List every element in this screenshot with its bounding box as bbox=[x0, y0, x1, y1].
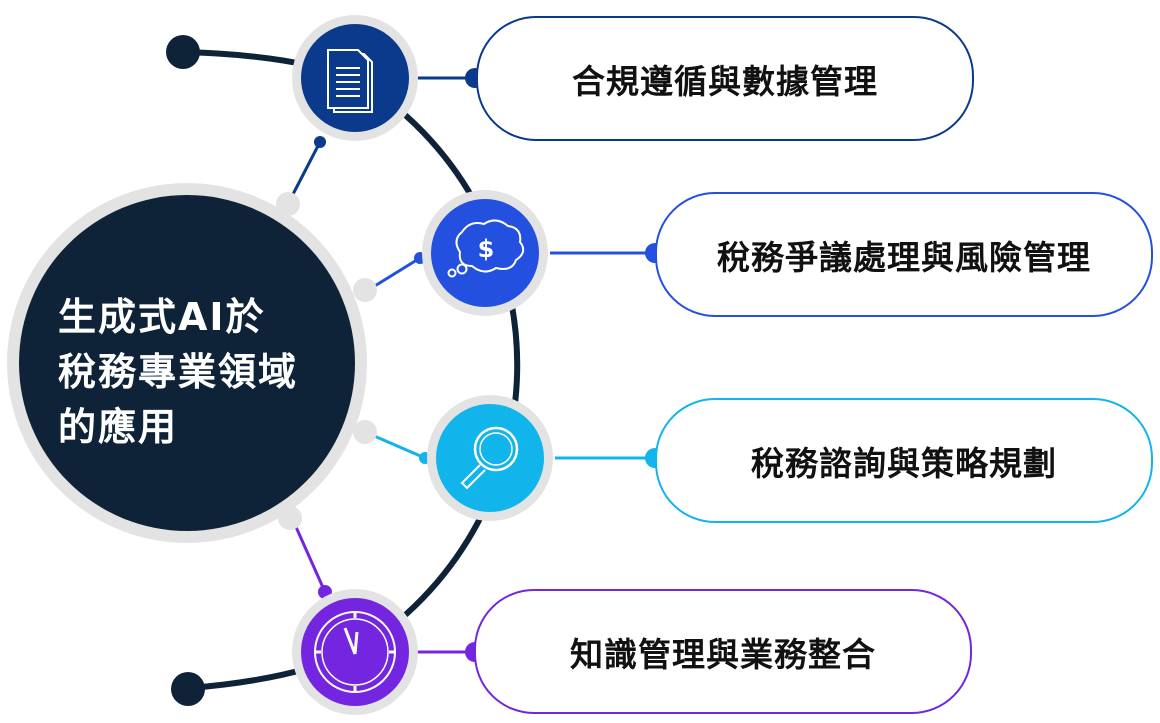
center-title-line: 的應用 bbox=[58, 405, 179, 449]
center-title-line: 生成式AI於 bbox=[58, 295, 266, 339]
arc-end-dot-bottom bbox=[171, 672, 205, 706]
spoke-4 bbox=[290, 517, 327, 593]
center-circle bbox=[19, 195, 355, 531]
magnifier-icon bbox=[427, 395, 553, 521]
item-compliance-data: 合規遵循與數據管理 bbox=[476, 16, 974, 141]
item-knowledge-integration: 知識管理與業務整合 bbox=[474, 589, 972, 714]
spoke-dot-1 bbox=[314, 136, 326, 148]
item-advisory-planning: 稅務諮詢與策略規劃 bbox=[655, 398, 1153, 523]
arc-end-dot-top bbox=[166, 35, 200, 69]
clock-icon bbox=[292, 589, 418, 715]
money-thought-icon: $ bbox=[422, 190, 548, 316]
item-dispute-risk: 稅務爭議處理與風險管理 bbox=[655, 192, 1153, 317]
center-title: 生成式AI於 稅務專業領域 的應用 bbox=[58, 290, 348, 455]
center-title-line: 稅務專業領域 bbox=[58, 350, 299, 394]
svg-text:$: $ bbox=[478, 235, 495, 263]
spoke-1 bbox=[288, 141, 322, 201]
document-icon bbox=[292, 15, 418, 141]
